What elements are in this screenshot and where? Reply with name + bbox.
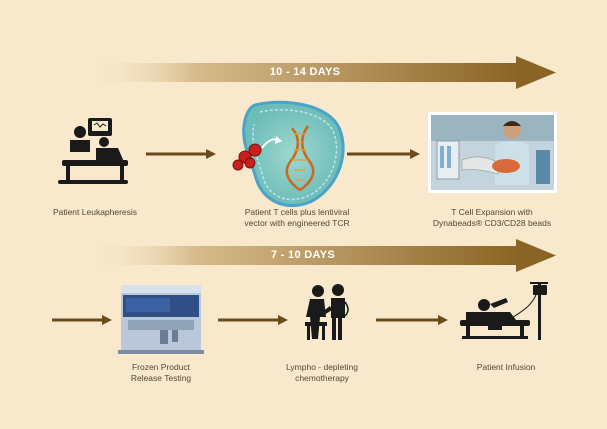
flow-arrow <box>347 149 420 159</box>
leukapheresis-icon <box>58 118 128 184</box>
flow-arrow <box>146 149 216 159</box>
timeline-banner-1 <box>88 56 556 89</box>
t-cell-expansion-photo <box>428 112 557 193</box>
flow-arrow <box>52 315 112 325</box>
lymphodepletion-icon <box>305 284 349 340</box>
step-label-expansion: T Cell Expansion with Dynabeads® CD3/CD2… <box>422 207 562 229</box>
phase-2-duration: 7 - 10 DAYS <box>270 249 336 261</box>
step-label-line: Frozen Product <box>131 362 191 372</box>
phase-1-duration: 10 - 14 DAYS <box>269 66 341 78</box>
step-label-infusion: Patient Infusion <box>456 362 556 373</box>
step-label-lymphodepletion: Lympho - depleting chemotherapy <box>272 362 372 384</box>
step-label-line: Release Testing <box>130 373 192 383</box>
release-testing-instrument-icon <box>118 285 204 354</box>
step-label-line: Dynabeads® CD3/CD28 beads <box>432 218 552 228</box>
step-label-line: chemotherapy <box>295 373 349 383</box>
tcell-vector-icon <box>232 100 345 208</box>
step-label-line: T Cell Expansion with <box>451 207 533 217</box>
timeline-banner-2 <box>88 239 556 272</box>
patient-infusion-icon <box>460 282 548 340</box>
step-label-line: Lympho - depleting <box>286 362 358 372</box>
flow-arrow <box>218 315 288 325</box>
step-label-line: Patient T cells plus lentiviral <box>244 207 350 217</box>
step-label-release-testing: Frozen Product Release Testing <box>111 362 211 384</box>
step-label-line: Patient Infusion <box>476 362 536 372</box>
step-label-leukapheresis: Patient Leukapheresis <box>40 207 150 218</box>
step-label-line: vector with engineered TCR <box>244 218 350 228</box>
flow-arrow <box>376 315 448 325</box>
step-label-transduction: Patient T cells plus lentiviral vector w… <box>222 207 372 229</box>
step-label-line: Patient Leukapheresis <box>52 207 138 217</box>
